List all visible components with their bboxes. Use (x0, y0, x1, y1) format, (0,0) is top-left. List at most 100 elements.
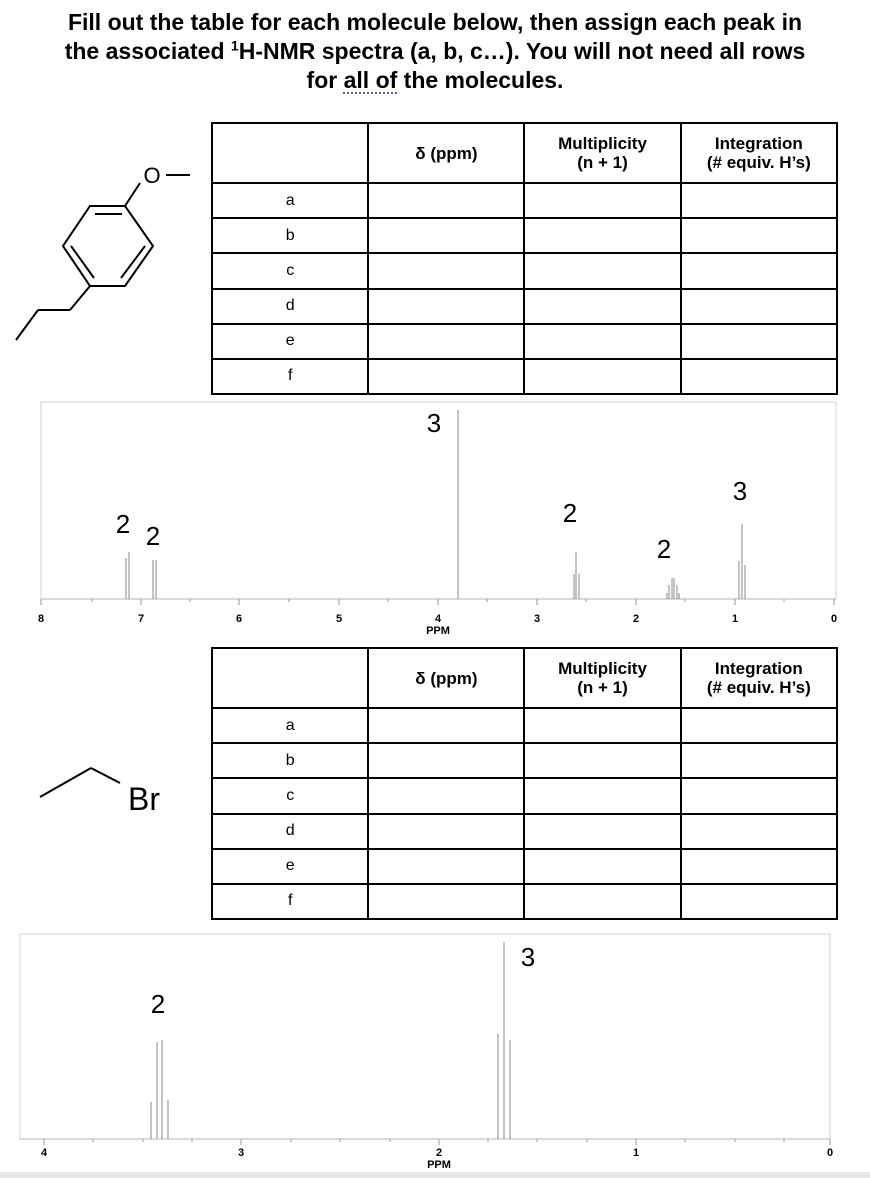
spectrum1-integration-label: 3 (733, 476, 747, 506)
table1-mult-c[interactable] (523, 252, 682, 290)
table1-mult-a[interactable] (523, 182, 682, 220)
table1-int-d[interactable] (679, 287, 839, 325)
molecule2-structure: Br (39, 767, 160, 817)
table2-header-shift: δ (ppm) (367, 646, 526, 710)
table1-shift-e[interactable] (367, 322, 526, 360)
table1-int-f[interactable] (679, 357, 839, 396)
table2-row-label-b: b (210, 742, 370, 780)
spectrum1-tick-5: 5 (336, 613, 342, 625)
molecule1-structure: O (15, 163, 190, 341)
table1-int-e[interactable] (679, 322, 839, 360)
table2-row-label-f: f (210, 882, 370, 921)
spectrum1-peaks (125, 410, 746, 599)
instructions-line3-pre: for (306, 67, 344, 93)
instructions: Fill out the table for each molecule bel… (0, 8, 870, 95)
table2-header-integration: Integration(# equiv. H’s) (679, 646, 839, 710)
instructions-line3-post: the molecules. (397, 67, 564, 93)
spectrum1-integration-label: 2 (657, 534, 671, 564)
table2-row-label-e: e (210, 847, 370, 885)
table2-shift-e[interactable] (367, 847, 526, 885)
spectrum1-axis-label: PPM (426, 625, 450, 637)
oxygen-label: O (143, 163, 160, 188)
instructions-line3: for all of the molecules. (0, 66, 870, 95)
table2-int-b[interactable] (679, 742, 839, 780)
table2-int-a[interactable] (679, 707, 839, 745)
spectrum1-tick-6: 6 (236, 613, 242, 625)
bromine-label: Br (128, 781, 160, 817)
table2-int-d[interactable] (679, 812, 839, 850)
table2-int-c[interactable] (679, 777, 839, 815)
spectrum1-tick-3: 3 (534, 613, 540, 625)
table1-int-a[interactable] (679, 182, 839, 220)
spectrum1-tick-2: 2 (633, 613, 639, 625)
spectrum1-integration-label: 2 (116, 509, 130, 539)
spectrum2-tick-4: 4 (41, 1147, 48, 1159)
instructions-superscript: 1 (230, 37, 239, 54)
table1-shift-a[interactable] (367, 182, 526, 220)
nmr-table-2: δ (ppm) Multiplicity(n + 1) Integration(… (210, 646, 839, 921)
page-bottom-edge (0, 1172, 870, 1178)
table1-mult-line2: (n + 1) (577, 153, 628, 173)
table2-header-label (210, 646, 370, 710)
table2-header-multiplicity: Multiplicity(n + 1) (523, 646, 682, 710)
instructions-line2-post: H-NMR spectra (a, b, c…). You will not n… (238, 38, 806, 64)
table2-row-label-c: c (210, 777, 370, 815)
table1-shift-c[interactable] (367, 252, 526, 290)
spectrum2-tick-1: 1 (633, 1147, 639, 1159)
spectrum1-integration-label: 3 (427, 408, 441, 438)
spectrum2-axis-label: PPM (427, 1159, 451, 1171)
table2-mult-d[interactable] (523, 812, 682, 850)
table2-row-label-d: d (210, 812, 370, 850)
table2-mult-line2: (n + 1) (577, 678, 628, 698)
instructions-line2: the associated 1H-NMR spectra (a, b, c…)… (0, 37, 870, 66)
spectrum2-frame (19, 933, 831, 1140)
nmr-spectrum-2: 4 3 2 1 0 PPM 2 3 (19, 933, 833, 1171)
table2-int-e[interactable] (679, 847, 839, 885)
table1-mult-e[interactable] (523, 322, 682, 360)
table2-mult-c[interactable] (523, 777, 682, 815)
spectrum1-integration-label: 2 (146, 521, 160, 551)
table2-shift-a[interactable] (367, 707, 526, 745)
table2-mult-line1: Multiplicity (558, 659, 647, 679)
spectrum2-tick-3: 3 (238, 1147, 244, 1159)
spectrum1-tick-4: 4 (435, 613, 442, 625)
spectrum1-tick-7: 7 (138, 613, 144, 625)
table1-row-label-c: c (210, 252, 370, 290)
table1-mult-f[interactable] (523, 357, 682, 396)
table2-shift-d[interactable] (367, 812, 526, 850)
spectrum1-tick-1: 1 (732, 613, 738, 625)
table2-int-line2: (# equiv. H’s) (706, 678, 811, 698)
table1-mult-b[interactable] (523, 217, 682, 255)
table1-row-label-e: e (210, 322, 370, 360)
spectrum1-tick-0: 0 (831, 613, 837, 625)
table2-mult-e[interactable] (523, 847, 682, 885)
table1-int-line1: Integration (714, 134, 803, 154)
table2-int-line1: Integration (714, 659, 803, 679)
table2-mult-f[interactable] (523, 882, 682, 921)
table1-mult-d[interactable] (523, 287, 682, 325)
table2-mult-b[interactable] (523, 742, 682, 780)
spectrum2-integration-label: 3 (521, 942, 535, 972)
table1-row-label-f: f (210, 357, 370, 396)
spectrum2-tick-0: 0 (827, 1147, 833, 1159)
table1-int-c[interactable] (679, 252, 839, 290)
table1-shift-d[interactable] (367, 287, 526, 325)
table1-int-b[interactable] (679, 217, 839, 255)
table1-header-integration: Integration(# equiv. H’s) (679, 121, 839, 185)
spectrum2-tick-2: 2 (436, 1147, 442, 1159)
table2-row-label-a: a (210, 707, 370, 745)
table2-mult-a[interactable] (523, 707, 682, 745)
table1-mult-line1: Multiplicity (558, 134, 647, 154)
table1-row-label-d: d (210, 287, 370, 325)
table2-int-f[interactable] (679, 882, 839, 921)
table1-row-label-b: b (210, 217, 370, 255)
table1-row-label-a: a (210, 182, 370, 220)
table2-shift-b[interactable] (367, 742, 526, 780)
table1-shift-f[interactable] (367, 357, 526, 396)
table2-shift-c[interactable] (367, 777, 526, 815)
spectrum1-integration-label: 2 (563, 498, 577, 528)
spectrum2-integration-label: 2 (151, 989, 165, 1019)
table2-shift-f[interactable] (367, 882, 526, 921)
table1-shift-b[interactable] (367, 217, 526, 255)
table1-int-line2: (# equiv. H’s) (706, 153, 811, 173)
